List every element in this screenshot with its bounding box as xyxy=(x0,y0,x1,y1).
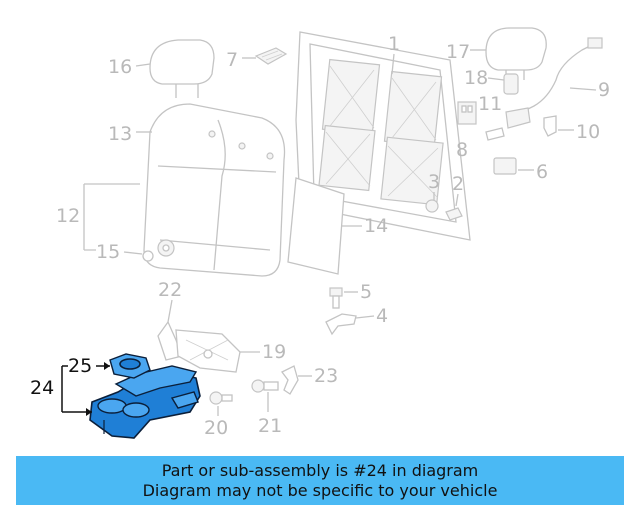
screw-part-20 xyxy=(209,391,233,405)
callout-16: 16 xyxy=(108,56,132,78)
callout-3: 3 xyxy=(428,171,440,193)
callout-20: 20 xyxy=(204,417,228,439)
washer-part-15 xyxy=(142,239,175,262)
callout-7: 7 xyxy=(226,49,238,71)
bolt-part-2 xyxy=(445,207,463,221)
armrest-assembly-24[interactable] xyxy=(89,365,201,439)
callout-10: 10 xyxy=(576,121,600,143)
cup-holder-right xyxy=(122,402,150,418)
seatback-cushion xyxy=(143,103,286,277)
callout-23: 23 xyxy=(314,365,338,387)
headrest-right xyxy=(485,27,547,80)
cup-insert-25[interactable] xyxy=(109,353,151,379)
latch-part-11 xyxy=(485,107,531,141)
seatback-frame xyxy=(295,31,471,241)
cover-part-10 xyxy=(543,115,557,137)
banner-line-1: Part or sub-assembly is #24 in diagram xyxy=(161,460,479,480)
callout-22: 22 xyxy=(158,279,182,301)
callout-21: 21 xyxy=(258,415,282,437)
panel-part-14 xyxy=(287,177,345,275)
clip-part-6 xyxy=(493,157,517,175)
screw-part-21 xyxy=(251,379,279,393)
callout-12: 12 xyxy=(56,205,80,227)
bracket-part-8 xyxy=(457,101,477,125)
callout-11: 11 xyxy=(478,93,502,115)
callout-18: 18 xyxy=(464,67,488,89)
callout-17: 17 xyxy=(446,41,470,63)
release-cable xyxy=(517,37,603,115)
callout-14: 14 xyxy=(364,215,388,237)
banner-line-2: Diagram may not be specific to your vehi… xyxy=(142,480,498,500)
callout-13: 13 xyxy=(108,123,132,145)
callout-4: 4 xyxy=(376,305,388,327)
callout-2: 2 xyxy=(452,173,464,195)
callout-8: 8 xyxy=(456,139,468,161)
headrest-left xyxy=(149,39,215,98)
callout-9: 9 xyxy=(598,79,610,101)
callout-24: 24 xyxy=(30,377,54,399)
parts-diagram: 16 7 1 17 9 18 11 xyxy=(30,27,610,439)
callout-15: 15 xyxy=(96,241,120,263)
clip-part-7 xyxy=(254,47,288,65)
callout-1: 1 xyxy=(388,33,400,55)
guide-part-18 xyxy=(503,73,519,95)
bolt-part-5 xyxy=(329,287,343,309)
callout-25: 25 xyxy=(68,355,92,377)
callout-19: 19 xyxy=(262,341,286,363)
callout-6: 6 xyxy=(536,161,548,183)
cup-holder-left xyxy=(97,398,127,414)
latch-part-23 xyxy=(281,365,299,395)
callout-5: 5 xyxy=(360,281,372,303)
bolt-part-3 xyxy=(425,199,439,213)
part-info-banner: Part or sub-assembly is #24 in diagram D… xyxy=(16,456,624,505)
armrest-bracket xyxy=(157,320,241,373)
hook-part-4 xyxy=(325,313,357,336)
